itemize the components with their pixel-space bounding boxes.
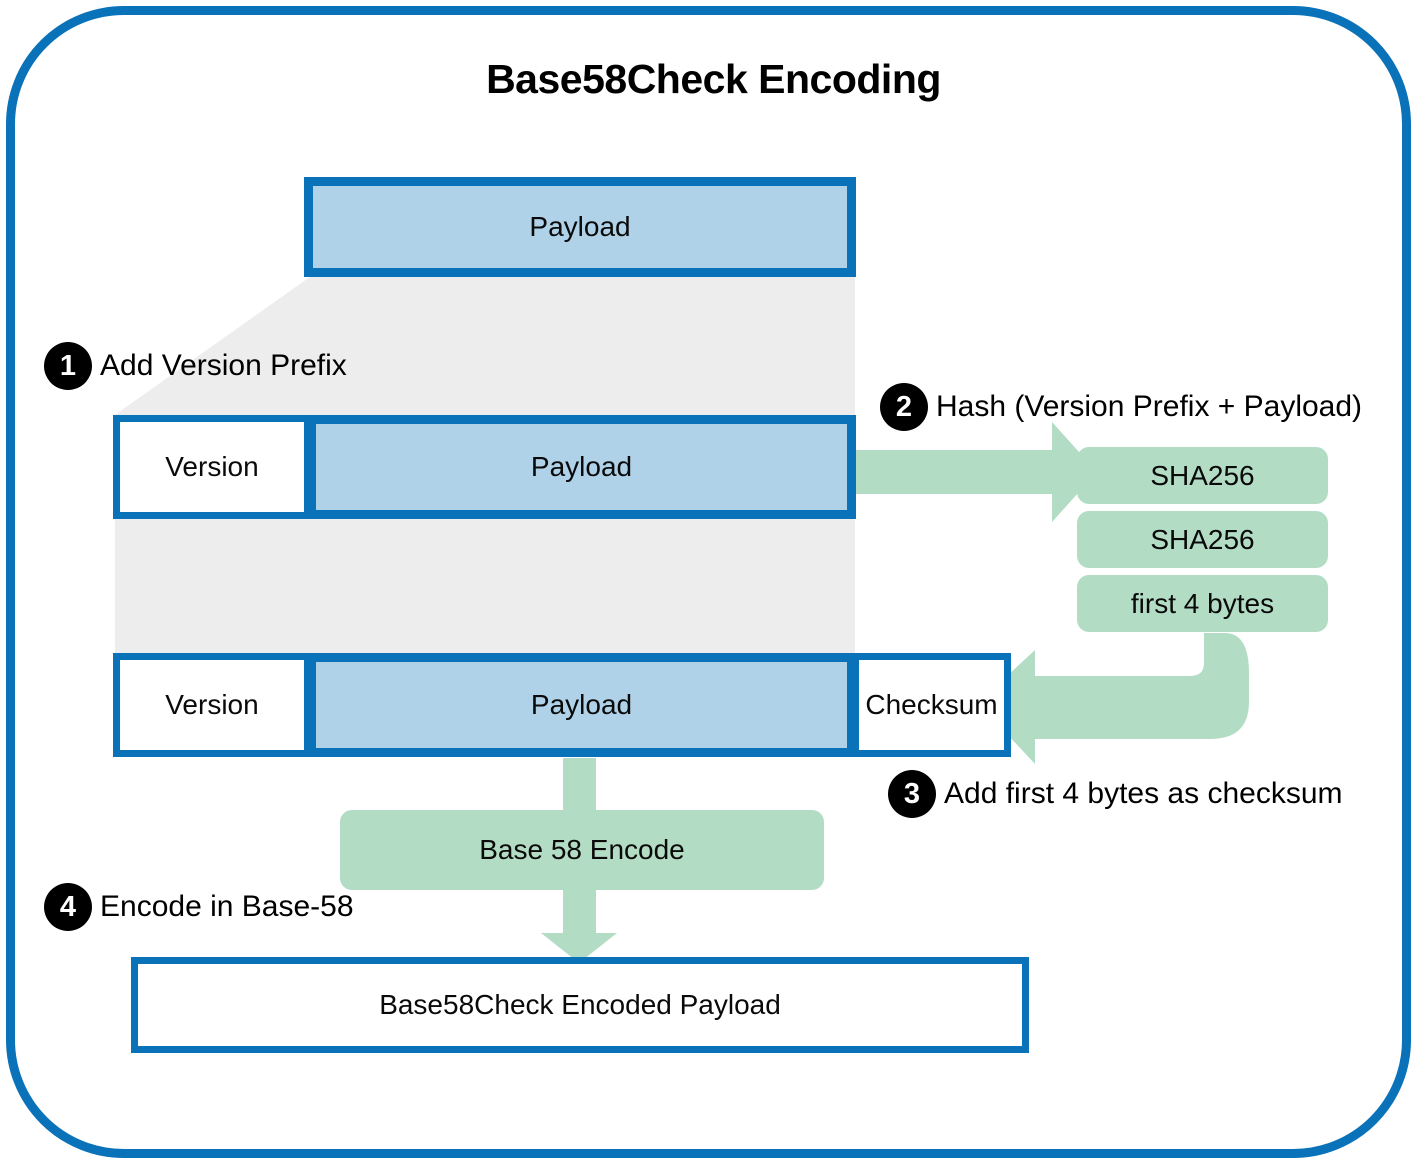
step-1: 1 Add Version Prefix xyxy=(44,342,347,390)
hash-box-sha256-1-label: SHA256 xyxy=(1150,459,1255,491)
row2-version-label: Version xyxy=(165,451,259,482)
hash-box-sha256-2-label: SHA256 xyxy=(1150,523,1255,555)
row3-payload-label: Payload xyxy=(530,689,633,720)
step-2-label: Hash (Version Prefix + Payload) xyxy=(936,390,1363,423)
row2-payload-box: Payload xyxy=(307,415,856,519)
row3-payload-box: Payload xyxy=(307,653,856,757)
hash-box-sha256-2: SHA256 xyxy=(1077,511,1328,568)
step-2: 2 Hash (Version Prefix + Payload) xyxy=(880,383,1362,431)
step-4: 4 Encode in Base-58 xyxy=(44,883,354,931)
step-1-label: Add Version Prefix xyxy=(100,349,347,382)
row2-version-box: Version xyxy=(113,415,311,519)
row3-checksum-label: Checksum xyxy=(865,689,998,720)
page-title: Base58Check Encoding xyxy=(486,56,941,102)
hash-box-first-4-bytes: first 4 bytes xyxy=(1077,575,1328,632)
step-4-number: 4 xyxy=(44,883,92,931)
row3-checksum-box: Checksum xyxy=(852,653,1011,757)
row3-version-box: Version xyxy=(113,653,311,757)
row4-output-label: Base58Check Encoded Payload xyxy=(379,989,781,1020)
row1-payload-box: Payload xyxy=(304,177,856,277)
step-3: 3 Add first 4 bytes as checksum xyxy=(888,770,1343,818)
row2-payload-label: Payload xyxy=(530,451,633,482)
row3-version-label: Version xyxy=(165,689,259,720)
step-2-number: 2 xyxy=(880,383,928,431)
base58-encode-label: Base 58 Encode xyxy=(479,834,685,865)
step-1-number: 1 xyxy=(44,342,92,390)
diagram-outer-frame xyxy=(6,6,1411,1158)
row1-payload-label: Payload xyxy=(529,211,631,242)
step-4-label: Encode in Base-58 xyxy=(100,890,354,923)
hash-box-first-4-bytes-label: first 4 bytes xyxy=(1130,587,1275,619)
step-3-label: Add first 4 bytes as checksum xyxy=(944,777,1343,810)
step-3-number: 3 xyxy=(888,770,936,818)
hash-box-sha256-1: SHA256 xyxy=(1077,447,1328,504)
base58-encode-box: Base 58 Encode xyxy=(340,810,824,890)
row4-output-box: Base58Check Encoded Payload xyxy=(131,957,1029,1053)
